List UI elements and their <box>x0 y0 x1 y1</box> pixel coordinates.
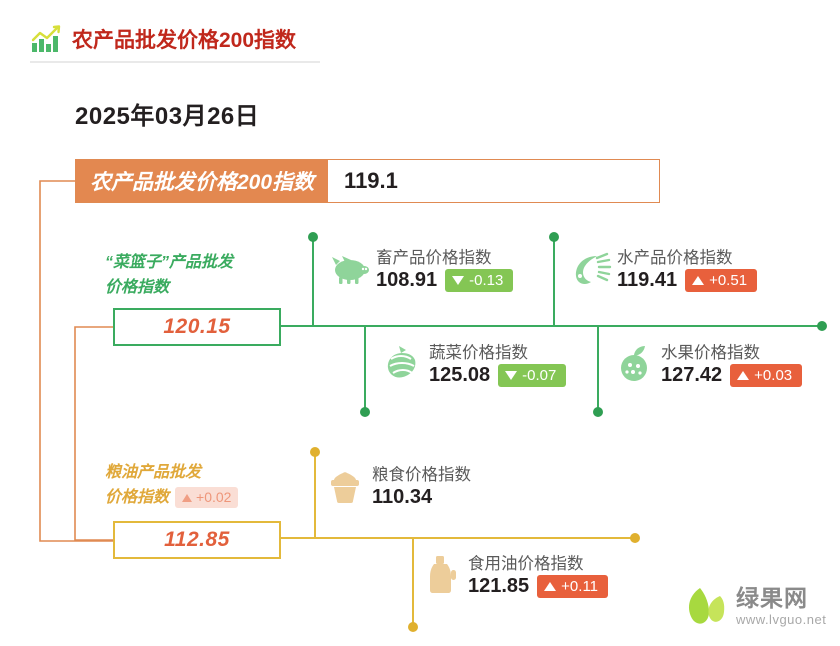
grain-oil-group-title-line2: 价格指数 <box>105 489 170 506</box>
triangle-down-icon <box>452 276 465 285</box>
leaf-fruit-name: 水果价格指数 <box>661 344 760 362</box>
basket-group-title-line1: “菜篮子”产品批发 <box>105 254 234 271</box>
leaf-fruit: 水果价格指数 127.42 +0.03 <box>611 341 803 387</box>
pig-icon <box>326 246 372 292</box>
leaf-edible-oil-change-value: +0.11 <box>561 578 599 595</box>
oil-bottle-icon <box>418 552 464 598</box>
basket-group-value: 120.15 <box>163 315 231 338</box>
leaf-livestock-change-badge: -0.13 <box>445 269 514 292</box>
site-logo-url: www.lvguo.net <box>736 612 827 627</box>
grain-oil-group-value-box: 112.85 <box>113 521 281 559</box>
grain-oil-change-badge: +0.02 <box>175 487 239 509</box>
leaf-food-grain: 粮食价格指数 110.34 <box>322 463 471 509</box>
leaf-aquatic-name: 水产品价格指数 <box>617 249 733 267</box>
leaf-fruit-value: 127.42 <box>661 364 723 386</box>
page-title: 农产品批发价格200指数 <box>72 28 297 52</box>
site-logo: 绿果网 www.lvguo.net <box>682 578 832 636</box>
main-index-value: 119.1 <box>344 168 398 193</box>
leaf-logo-icon <box>682 584 730 630</box>
leaf-fruit-change-value: +0.03 <box>754 367 793 384</box>
shrimp-icon <box>567 246 613 292</box>
leaf-vegetable-value: 125.08 <box>429 364 491 386</box>
triangle-down-icon <box>505 371 518 380</box>
leaf-fruit-change-badge: +0.03 <box>730 364 803 387</box>
leaf-livestock: 畜产品价格指数 108.91 -0.13 <box>326 246 514 292</box>
leaf-livestock-value: 108.91 <box>376 269 438 291</box>
report-date: 2025年03月26日 <box>75 103 260 130</box>
leaf-edible-oil-name: 食用油价格指数 <box>468 555 584 573</box>
page-header: 农产品批发价格200指数 <box>30 16 320 63</box>
leaf-vegetable-name: 蔬菜价格指数 <box>429 344 528 362</box>
main-index-label: 农产品批发价格200指数 <box>76 160 329 202</box>
triangle-up-icon <box>182 493 193 502</box>
site-logo-name: 绿果网 <box>736 585 808 611</box>
triangle-up-icon <box>692 276 705 285</box>
grain-oil-group-title-line2-row: 价格指数 +0.02 <box>105 485 239 510</box>
leaf-edible-oil: 食用油价格指数 121.85 +0.11 <box>418 552 609 598</box>
bar-chart-trend-icon <box>30 24 64 54</box>
leaf-food-grain-value: 110.34 <box>372 486 433 508</box>
leaf-edible-oil-change-badge: +0.11 <box>537 575 609 598</box>
leaf-food-grain-name: 粮食价格指数 <box>372 466 471 484</box>
basket-group-title: “菜篮子”产品批发 价格指数 <box>105 250 233 300</box>
grain-oil-group-title: 粮油产品批发 价格指数 +0.02 <box>105 460 239 510</box>
basket-group-title-line2: 价格指数 <box>105 279 170 296</box>
vegetable-icon <box>379 341 425 387</box>
main-index-bar: 农产品批发价格200指数 119.1 <box>75 159 660 203</box>
grain-oil-group-value: 112.85 <box>164 528 230 551</box>
leaf-aquatic-value: 119.41 <box>617 269 678 291</box>
leaf-vegetable: 蔬菜价格指数 125.08 -0.07 <box>379 341 567 387</box>
leaf-livestock-change-value: -0.13 <box>469 272 504 289</box>
rice-bowl-icon <box>322 463 368 509</box>
fruit-icon <box>611 341 657 387</box>
leaf-vegetable-change-badge: -0.07 <box>498 364 567 387</box>
basket-group-value-box: 120.15 <box>113 308 281 346</box>
grain-oil-group-title-line1: 粮油产品批发 <box>105 464 202 481</box>
leaf-livestock-name: 畜产品价格指数 <box>376 249 492 267</box>
triangle-up-icon <box>737 371 750 380</box>
grain-oil-change-value: +0.02 <box>196 489 232 506</box>
leaf-aquatic-change-badge: +0.51 <box>685 269 758 292</box>
triangle-up-icon <box>544 582 557 591</box>
leaf-vegetable-change-value: -0.07 <box>522 367 557 384</box>
leaf-edible-oil-value: 121.85 <box>468 575 530 597</box>
leaf-aquatic-change-value: +0.51 <box>709 272 748 289</box>
leaf-aquatic: 水产品价格指数 119.41 +0.51 <box>567 246 758 292</box>
